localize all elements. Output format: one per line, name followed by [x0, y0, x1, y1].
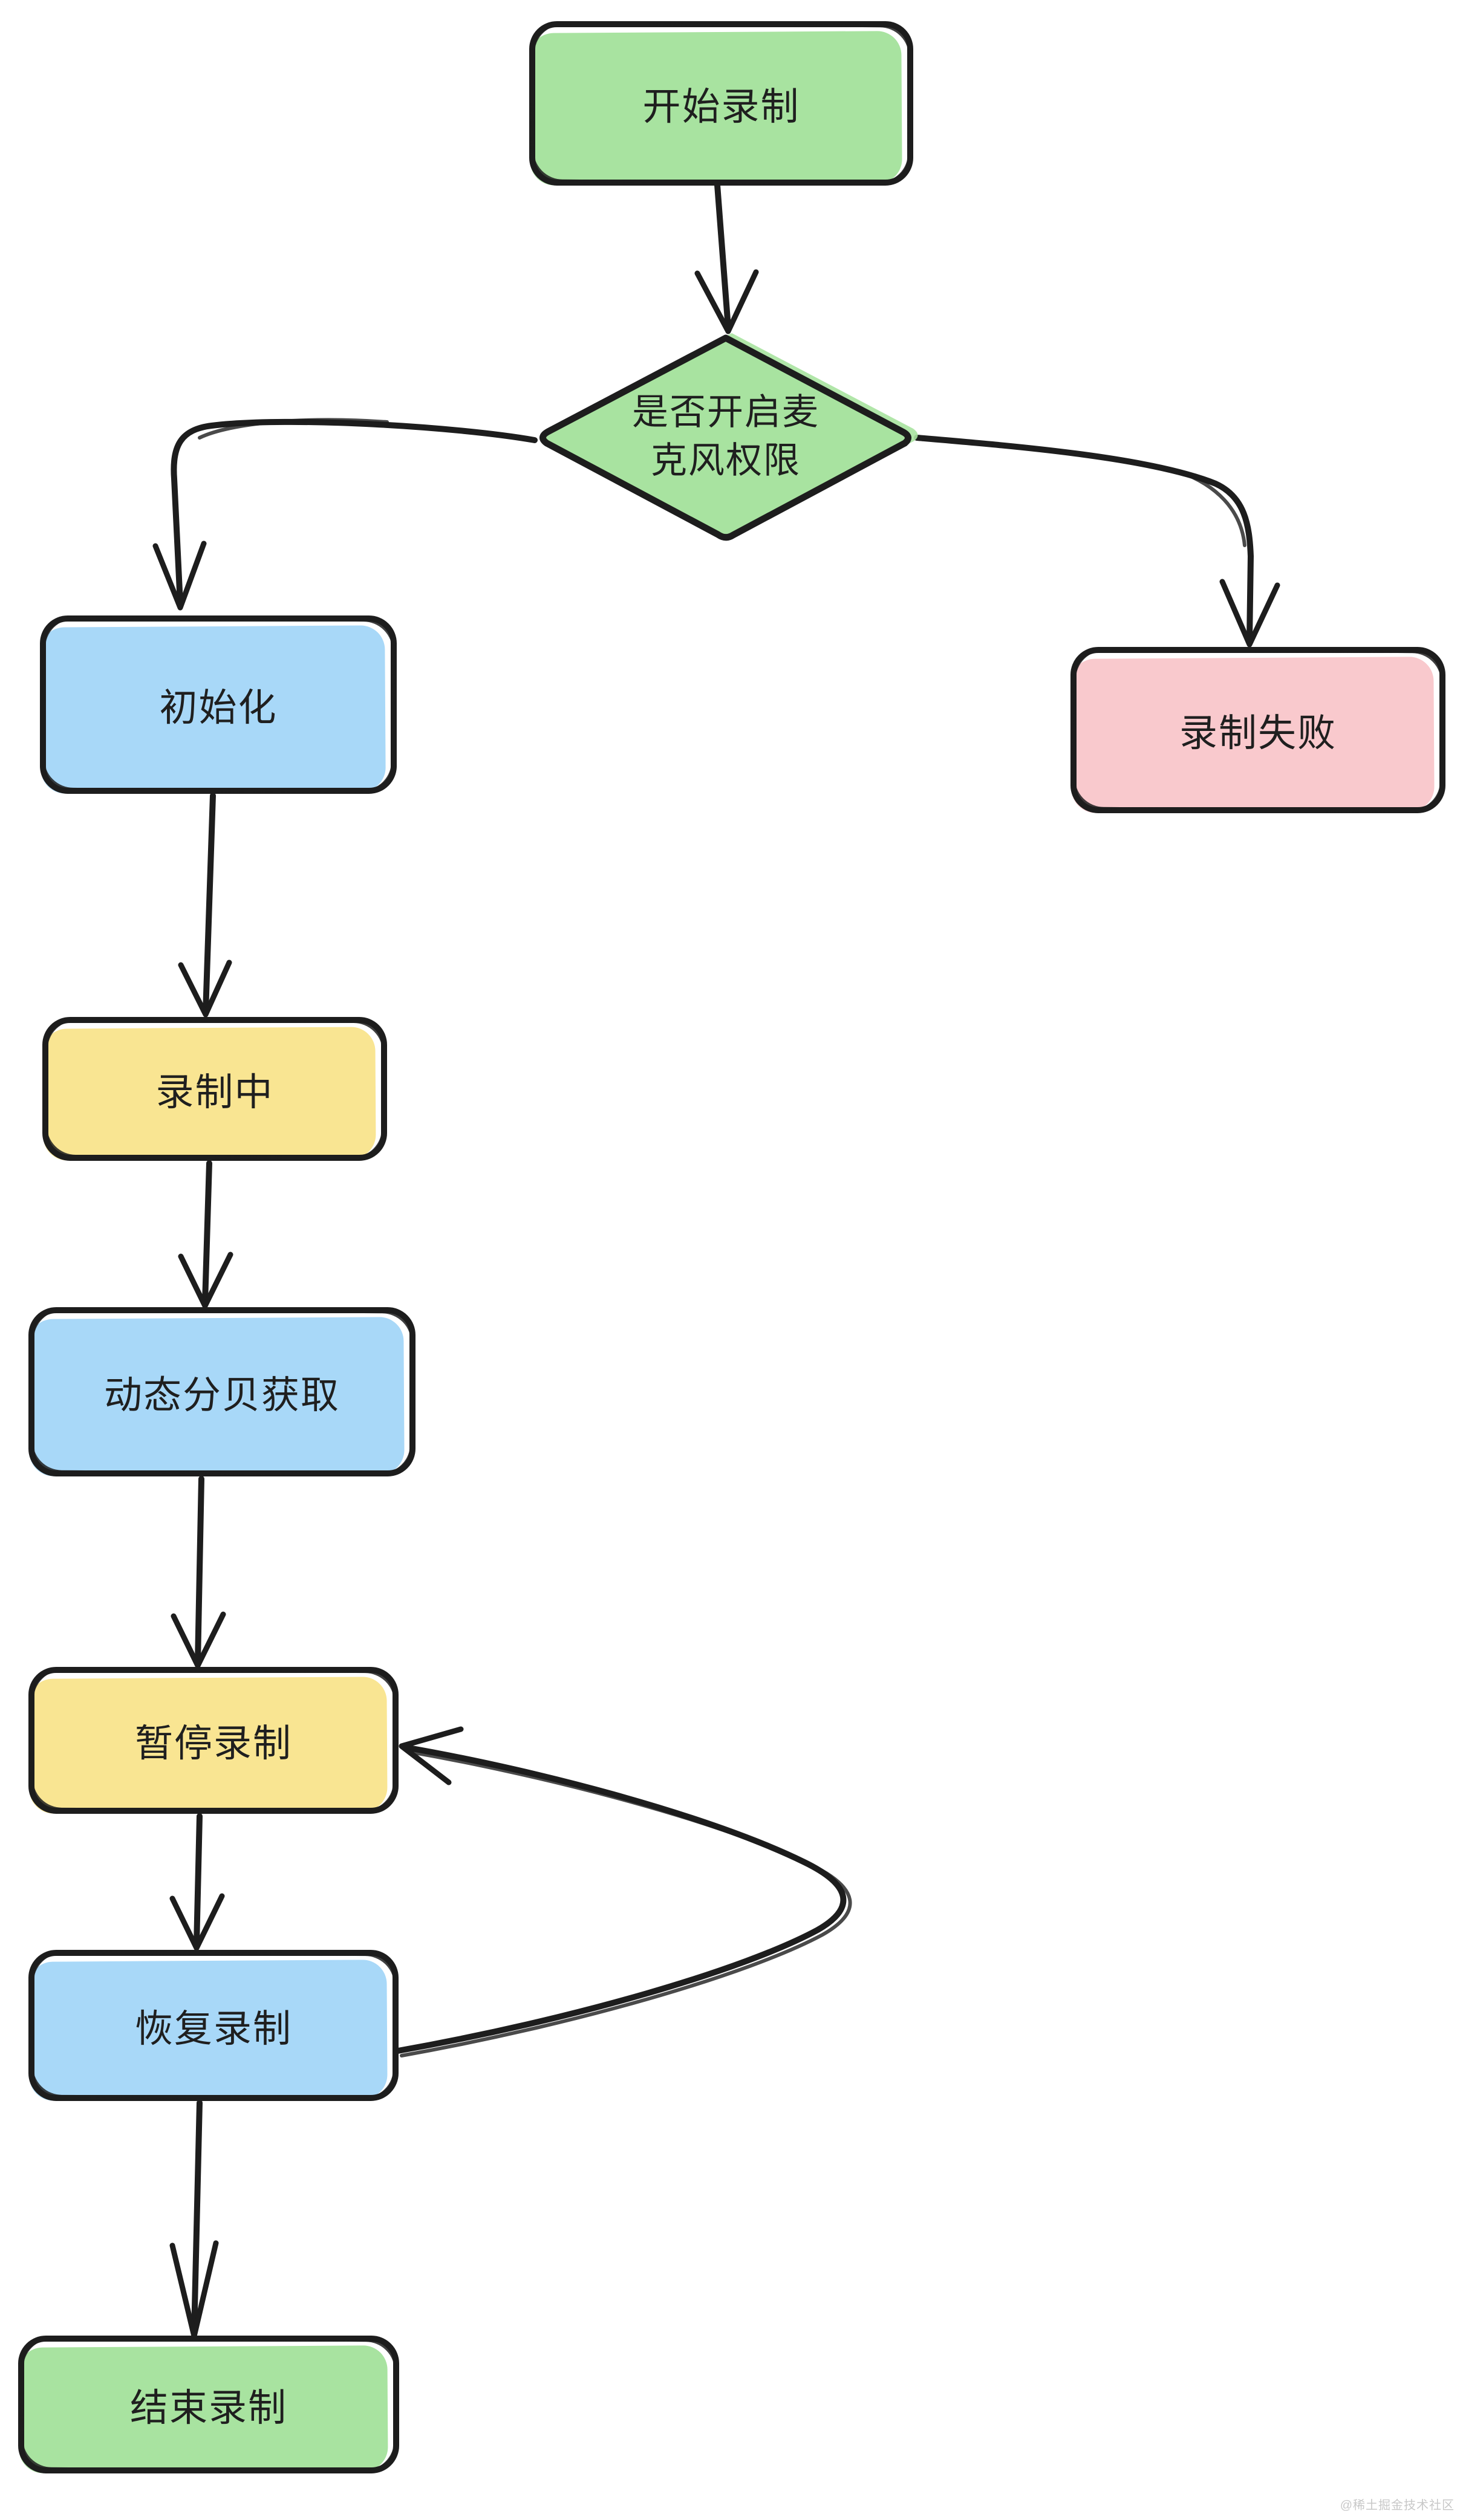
- node-decibel-fetch-border: [28, 1307, 415, 1476]
- node-init: 初始化: [40, 615, 397, 794]
- node-record-fail-label: 录制失败: [1179, 712, 1337, 755]
- node-recording-label: 录制中: [155, 1071, 274, 1114]
- node-resume: 恢复录制: [28, 1950, 399, 2101]
- node-record-fail: 录制失败: [1070, 647, 1445, 813]
- node-start: 开始录制: [529, 21, 913, 186]
- node-mic-permission-label: 是否开启麦 克风权限: [632, 392, 819, 481]
- node-start-label: 开始录制: [642, 85, 800, 128]
- edge-recording-to-decibel-fetch: [178, 1160, 233, 1309]
- node-decibel-fetch: 动态分贝获取: [28, 1307, 415, 1476]
- edge-init-to-recording: [178, 793, 232, 1018]
- node-end: 结束录制: [18, 2336, 399, 2473]
- node-start-border: [529, 21, 913, 186]
- node-recording-border: [42, 1017, 387, 1161]
- node-mic-permission-decision: 是否开启麦 克风权限: [533, 331, 918, 542]
- node-pause-border: [28, 1667, 399, 1814]
- node-init-label: 初始化: [159, 687, 278, 729]
- edge-resume-to-pause-loop: [395, 1726, 852, 2057]
- edge-pause-to-resume: [169, 1813, 225, 1951]
- node-resume-border: [28, 1950, 399, 2101]
- node-decibel-fetch-label: 动态分贝获取: [104, 1374, 340, 1417]
- node-resume-label: 恢复录制: [135, 2007, 292, 2050]
- edge-mic-permission-to-init: [152, 418, 538, 611]
- edge-decibel-fetch-to-pause: [171, 1476, 226, 1669]
- node-init-border: [40, 615, 397, 794]
- edge-mic-permission-to-record-fail: [914, 435, 1280, 648]
- edge-start-to-mic-permission: [694, 182, 759, 334]
- node-end-border: [18, 2336, 399, 2473]
- node-record-fail-border: [1070, 647, 1445, 813]
- node-pause-label: 暂停录制: [135, 1723, 292, 1765]
- diamond-shape: [539, 333, 918, 541]
- node-end-label: 结束录制: [130, 2386, 287, 2429]
- node-pause: 暂停录制: [28, 1667, 399, 1814]
- watermark: @稀土掘金技术社区: [1340, 2499, 1455, 2512]
- node-recording: 录制中: [42, 1017, 387, 1161]
- edge-resume-to-end: [169, 2100, 219, 2339]
